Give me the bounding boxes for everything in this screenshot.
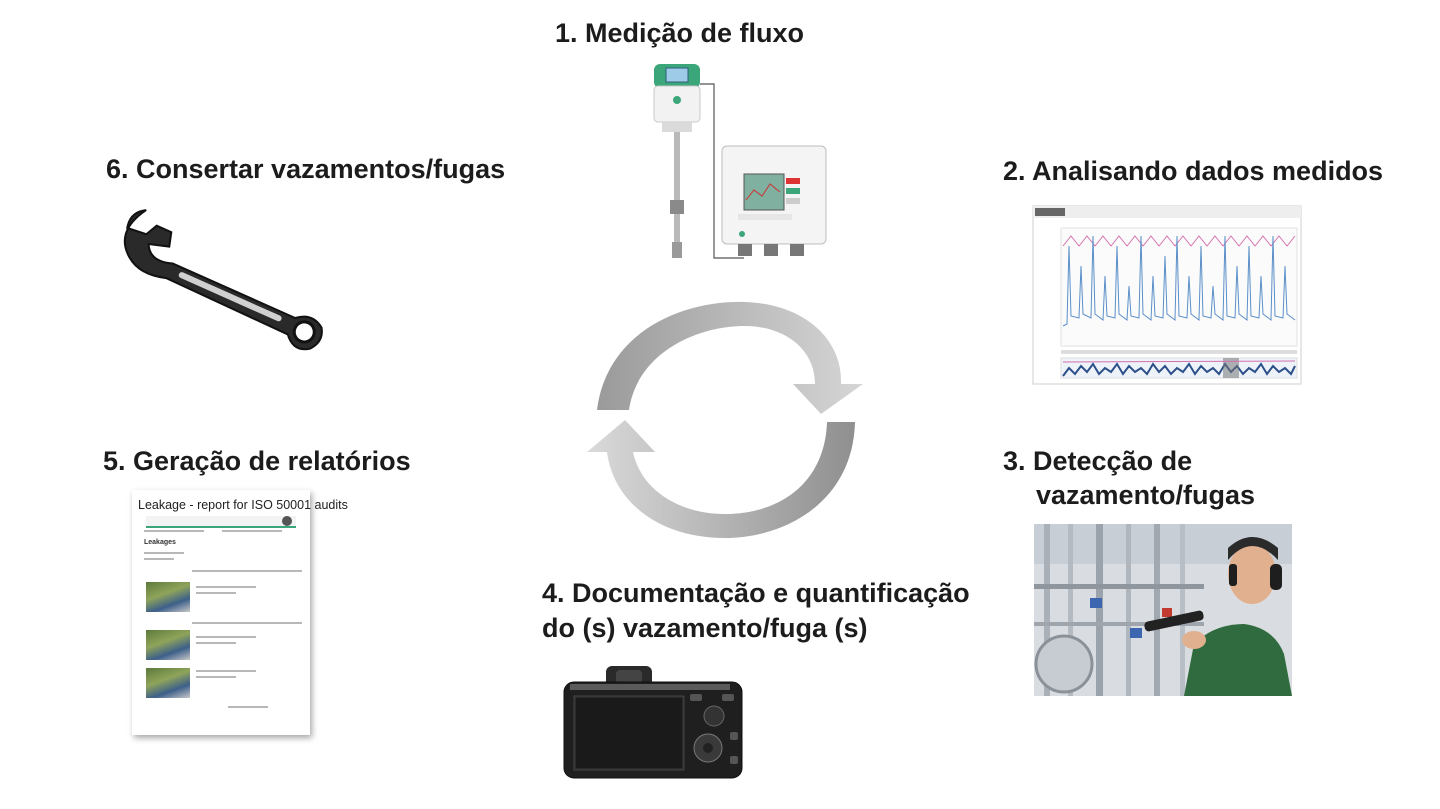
- report-text-line: [192, 622, 302, 624]
- step-3-title-line1: 3. Detecção de: [1003, 446, 1193, 476]
- report-text-line: [196, 586, 256, 588]
- leak-detection-photo: [1034, 524, 1292, 696]
- report-text-line: [144, 530, 204, 532]
- report-text-line: [222, 530, 282, 532]
- step-6-title: 6. Consertar vazamentos/fugas: [106, 154, 506, 184]
- report-text-line: [144, 552, 184, 554]
- camera-icon: [563, 666, 743, 779]
- data-chart-icon: [1032, 205, 1302, 385]
- cycle-arrows: [587, 301, 863, 538]
- report-logo: [282, 516, 292, 526]
- report-header-bar: [146, 516, 296, 528]
- step-4-title-line1: 4. Documentação e quantificação: [542, 578, 970, 608]
- report-text-line: [196, 592, 236, 594]
- step-1-title: 1. Medição de fluxo: [555, 18, 805, 48]
- report-text-line: [196, 676, 236, 678]
- flow-meter-icon: [653, 64, 827, 259]
- report-section-title: Leakages: [144, 539, 176, 546]
- wrench-icon: [123, 209, 323, 351]
- step-5-title: 5. Geração de relatórios: [103, 446, 411, 476]
- report-leak-photo: [146, 582, 190, 612]
- report-text-line: [196, 642, 236, 644]
- report-document-icon: Leakage - report for ISO 50001 audits Le…: [132, 490, 348, 735]
- report-text-line: [192, 570, 302, 572]
- step-2-title: 2. Analisando dados medidos: [1003, 156, 1384, 186]
- step-4-title-line2: do (s) vazamento/fuga (s): [542, 613, 868, 643]
- report-text-line: [196, 670, 256, 672]
- report-text-line: [196, 636, 256, 638]
- step-3-title-line2: vazamento/fugas: [1036, 480, 1256, 510]
- report-text-line: [228, 706, 268, 708]
- report-leak-photo: [146, 668, 190, 698]
- report-text-line: [144, 558, 174, 560]
- report-leak-photo: [146, 630, 190, 660]
- report-title: Leakage - report for ISO 50001 audits: [138, 498, 348, 512]
